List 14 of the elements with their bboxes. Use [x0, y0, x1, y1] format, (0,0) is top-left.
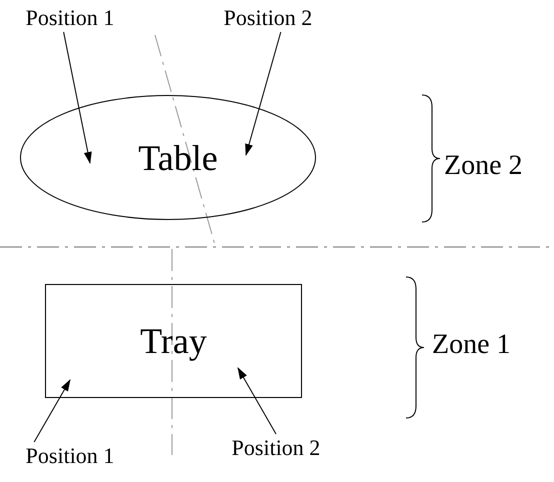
leader-arrow: [245, 32, 282, 156]
leader-arrow: [63, 32, 92, 164]
position-label: Position 1: [6, 4, 134, 32]
leader-arrow: [238, 367, 276, 434]
tray-rectangle: [45, 284, 302, 398]
position-label: Position 2: [204, 4, 332, 32]
position-label: Position 1: [6, 442, 134, 470]
zone-label: Zone 2: [444, 152, 523, 180]
table-ellipse: [20, 95, 316, 220]
shape-label: Tray: [140, 323, 207, 359]
position-label: Position 2: [212, 434, 340, 462]
leader-arrow: [34, 379, 70, 442]
zone-label: Zone 1: [432, 331, 511, 359]
shape-label: Table: [138, 140, 218, 176]
